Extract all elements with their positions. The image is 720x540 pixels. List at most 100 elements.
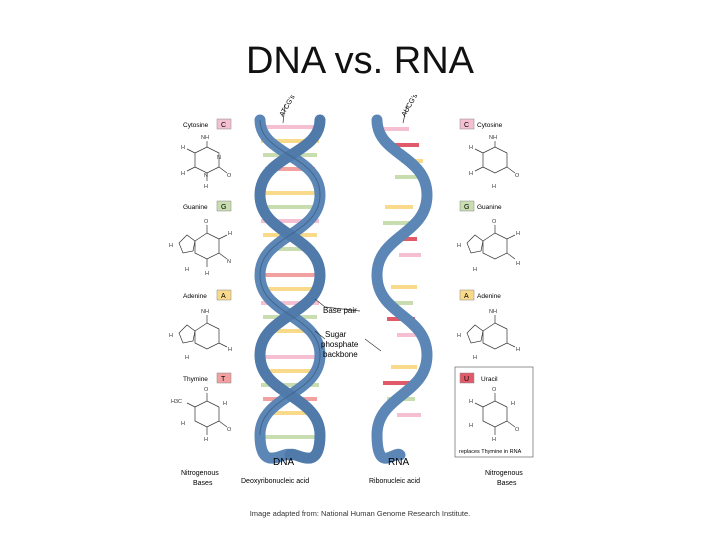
rna-base-name-adenine: Adenine bbox=[477, 293, 501, 300]
atom-label: NH bbox=[201, 309, 209, 315]
dna-base-name-guanine: Guanine bbox=[183, 204, 208, 211]
dna-base-list: Cytosine C Guanine G Adenine A Thymine T bbox=[183, 118, 232, 384]
rna-base bbox=[397, 413, 421, 417]
rna-base bbox=[385, 205, 413, 209]
rna-base bbox=[391, 285, 417, 289]
dna-base-pair bbox=[261, 205, 319, 209]
atom-label: H bbox=[492, 437, 496, 443]
uracil-box bbox=[454, 366, 534, 458]
atom-label: H bbox=[457, 333, 461, 339]
atom-label: H bbox=[181, 145, 185, 151]
rna-base-letter-cytosine: C bbox=[464, 122, 469, 129]
backbone-label-line1: Sugar bbox=[325, 330, 347, 339]
atom-label: H bbox=[516, 261, 520, 267]
dna-base-pair bbox=[265, 329, 315, 333]
uracil-note: replaces Thymine in RNA bbox=[459, 449, 522, 455]
atom-label: H bbox=[469, 145, 473, 151]
atom-label: H bbox=[492, 184, 496, 190]
dna-base-name-cytosine: Cytosine bbox=[183, 122, 209, 129]
rna-base-letter-guanine: G bbox=[464, 204, 469, 211]
dna-base-letter-adenine: A bbox=[221, 293, 226, 300]
rna-base-swatch-guanine bbox=[459, 200, 475, 212]
atom-label: H bbox=[228, 231, 232, 237]
guanine-atoms-right: O H H H H bbox=[457, 219, 520, 273]
atom-label: H bbox=[469, 171, 473, 177]
uracil-atoms: O H H O H H bbox=[469, 387, 520, 443]
left-footer-line2: Bases bbox=[193, 480, 213, 487]
dna-base-name-adenine: Adenine bbox=[183, 293, 207, 300]
rna-base-letter-uracil: U bbox=[464, 376, 469, 383]
atom-label: H bbox=[169, 333, 173, 339]
rna-base-swatch-adenine bbox=[459, 289, 475, 301]
rna-full-name: Ribonucleic acid bbox=[369, 478, 420, 485]
atom-label: N bbox=[227, 259, 231, 265]
right-footer-line2: Bases bbox=[497, 480, 517, 487]
dna-base-swatch-thymine bbox=[216, 372, 232, 384]
rna-base bbox=[391, 365, 417, 369]
atom-label: NH bbox=[201, 135, 209, 141]
dna-base-letter-guanine: G bbox=[221, 204, 226, 211]
atom-label: H3C bbox=[171, 399, 182, 405]
backbone-callout-line-left bbox=[314, 330, 326, 340]
cytosine-structure-left bbox=[186, 141, 228, 181]
atom-label: H bbox=[185, 267, 189, 273]
atom-label: H bbox=[516, 231, 520, 237]
left-footer-line1: Nitrogenous bbox=[181, 470, 219, 477]
atom-label: NH bbox=[489, 135, 497, 141]
dna-base-pair bbox=[263, 435, 317, 439]
rna-base-swatch-uracil bbox=[459, 372, 475, 384]
guanine-structure-left bbox=[178, 225, 228, 267]
atom-label: O bbox=[227, 173, 232, 179]
rna-base-name-guanine: Guanine bbox=[477, 204, 502, 211]
atom-label: H bbox=[228, 347, 232, 353]
dna-base-pair bbox=[261, 139, 319, 143]
atom-label: O bbox=[492, 219, 497, 225]
dna-base-swatch-adenine bbox=[216, 289, 232, 301]
atom-label: H bbox=[469, 399, 473, 405]
thymine-structure-left bbox=[186, 393, 228, 435]
cytosine-atoms-right: NH O H H H bbox=[469, 135, 520, 190]
dna-full-name: Deoxyribonucleic acid bbox=[241, 478, 309, 485]
dna-base-letter-thymine: T bbox=[221, 376, 226, 383]
rna-name: RNA bbox=[388, 457, 409, 468]
rna-base-name-uracil: Uracil bbox=[481, 376, 498, 383]
dna-base-pair bbox=[263, 355, 317, 359]
rna-base bbox=[397, 333, 421, 337]
atom-label: N bbox=[204, 173, 208, 179]
atom-label: H bbox=[169, 243, 173, 249]
thymine-atoms-left: O H3C H O H H bbox=[171, 387, 232, 443]
dna-base-swatch-guanine bbox=[216, 200, 232, 212]
adenine-structure-left bbox=[178, 315, 228, 350]
atom-label: H bbox=[223, 401, 227, 407]
atom-label: N bbox=[217, 155, 221, 161]
dna-base-pair bbox=[263, 191, 317, 195]
rna-base bbox=[395, 175, 421, 179]
atom-label: H bbox=[204, 437, 208, 443]
adenine-structure-right bbox=[466, 315, 516, 350]
dna-base-pair bbox=[261, 287, 319, 291]
rna-backbone-strand bbox=[371, 114, 433, 464]
atom-label: O bbox=[515, 427, 520, 433]
dna-base-pair bbox=[265, 247, 315, 251]
base-pair-label: Base pair bbox=[323, 306, 357, 315]
rna-base-swatch-cytosine bbox=[459, 118, 475, 130]
dna-base-name-thymine: Thymine bbox=[183, 376, 208, 383]
atom-label: H bbox=[457, 243, 461, 249]
atom-label: H bbox=[181, 421, 185, 427]
backbone-label-line2: phosphate bbox=[321, 340, 359, 349]
atom-label: H bbox=[181, 171, 185, 177]
dna-pointer-arrow bbox=[282, 104, 286, 124]
dna-rna-diagram: Cytosine C Guanine G Adenine A Thymine T… bbox=[169, 95, 534, 487]
dna-name: DNA bbox=[273, 457, 294, 468]
dna-base-pair bbox=[261, 301, 319, 305]
dna-base-pair bbox=[261, 219, 319, 223]
rna-base-list: C Cytosine G Guanine A Adenine U Uracil … bbox=[454, 118, 534, 458]
adenine-atoms-left: NH H H H bbox=[169, 309, 232, 361]
cytosine-atoms-left: NH N O H H N H bbox=[181, 135, 232, 190]
atom-label: H bbox=[205, 271, 209, 277]
dna-base-pair bbox=[263, 273, 317, 277]
page-title: DNA vs. RNA bbox=[245, 40, 475, 82]
rna-base bbox=[399, 253, 421, 257]
atom-label: H bbox=[204, 184, 208, 190]
rna-base bbox=[393, 143, 419, 147]
